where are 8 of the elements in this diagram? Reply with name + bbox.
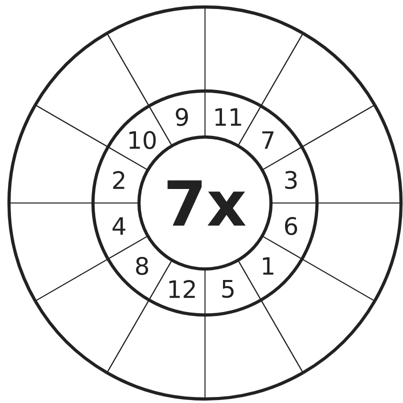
answer-sector xyxy=(7,202,108,302)
number-cell: 11 xyxy=(204,89,262,146)
answer-sector xyxy=(204,300,304,401)
number-cell: 10 xyxy=(106,104,172,170)
answer-sector xyxy=(302,104,403,204)
number-cell: 1 xyxy=(238,236,304,302)
number-cell: 12 xyxy=(148,260,206,317)
number-cell: 5 xyxy=(204,260,262,317)
